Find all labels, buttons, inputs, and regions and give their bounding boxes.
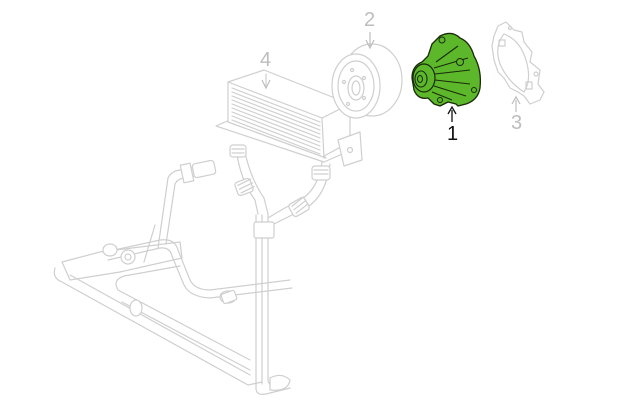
callout-3-label[interactable]: 3 xyxy=(511,112,523,134)
gasket-part[interactable] xyxy=(491,21,545,112)
pulley-part[interactable] xyxy=(331,32,403,119)
oil-cooler-part[interactable] xyxy=(215,69,363,167)
cooler-lines xyxy=(53,144,331,395)
water-pump-part[interactable] xyxy=(411,32,482,122)
callout-1-label[interactable]: 1 xyxy=(447,123,459,145)
cooler-fins xyxy=(231,87,321,155)
callout-2-label[interactable]: 2 xyxy=(364,9,376,31)
callout-4-label[interactable]: 4 xyxy=(260,49,272,71)
